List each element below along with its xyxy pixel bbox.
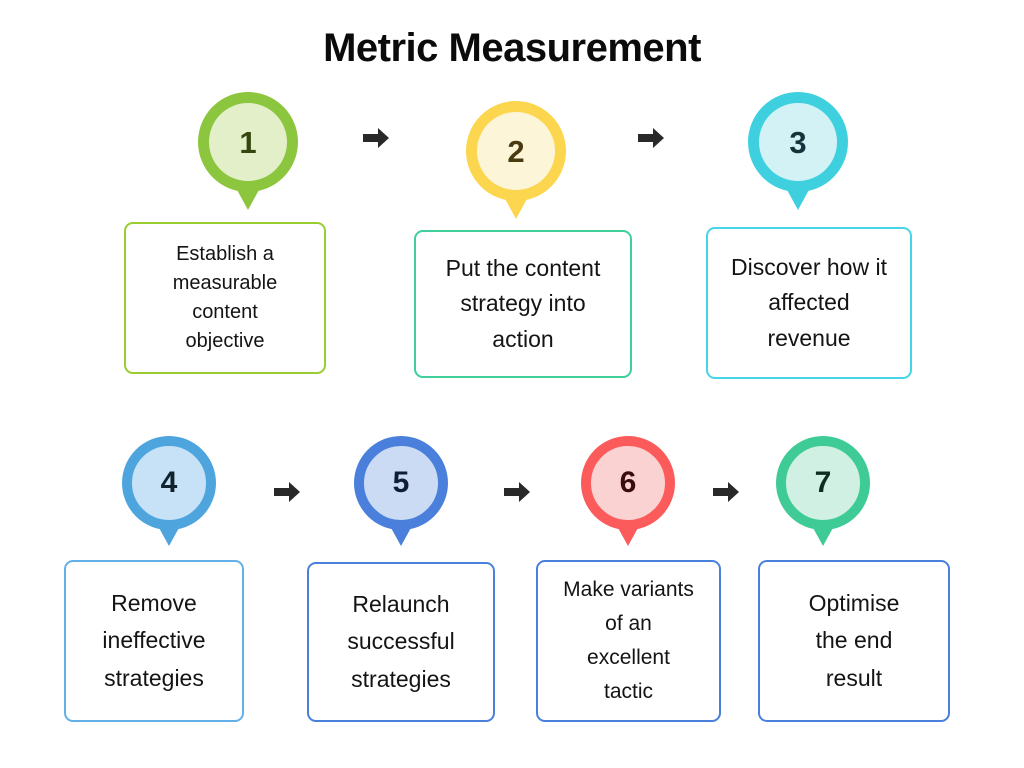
step-4-circle[interactable]: 4 — [122, 436, 216, 530]
step-1-card[interactable]: Establish a measurable content objective — [124, 222, 326, 374]
arrow-right-icon-4 — [504, 482, 530, 502]
arrow-right-icon-3 — [274, 482, 300, 502]
step-1-number: 1 — [239, 124, 257, 160]
step-1-circle[interactable]: 1 — [198, 92, 298, 192]
step-3-number: 3 — [789, 124, 807, 160]
step-2-number: 2 — [507, 133, 525, 169]
page-title: Metric Measurement — [323, 26, 701, 70]
step-4-card[interactable]: Remove ineffective strategies — [64, 560, 244, 722]
step-3-text: Discover how it affected revenue — [731, 253, 887, 351]
step-5-pointer — [390, 526, 412, 546]
arrow-right-icon-2 — [638, 128, 664, 148]
step-5-pin[interactable]: 5 — [354, 436, 448, 546]
step-7-pointer — [812, 526, 834, 546]
step-7-number: 7 — [814, 466, 832, 499]
step-6-number: 6 — [619, 466, 637, 499]
arrow-right-icon-5 — [713, 482, 739, 502]
step-6-pointer — [617, 526, 639, 546]
step-2-pointer — [504, 197, 528, 219]
step-3-pin[interactable]: 3 — [748, 92, 848, 210]
step-4-pin[interactable]: 4 — [122, 436, 216, 546]
step-2-circle[interactable]: 2 — [466, 101, 566, 201]
step-7-circle[interactable]: 7 — [776, 436, 870, 530]
step-6-circle[interactable]: 6 — [581, 436, 675, 530]
step-3-card[interactable]: Discover how it affected revenue — [706, 227, 912, 379]
arrow-right-icon-1 — [363, 128, 389, 148]
step-1-pin[interactable]: 1 — [198, 92, 298, 210]
step-2-card[interactable]: Put the content strategy into action — [414, 230, 632, 378]
step-4-number: 4 — [160, 466, 178, 499]
step-6-card[interactable]: Make variants of an excellent tactic — [536, 560, 721, 722]
step-6-pin[interactable]: 6 — [581, 436, 675, 546]
step-3-pointer — [786, 188, 810, 210]
step-1-text: Establish a measurable content objective — [172, 242, 278, 353]
step-5-card[interactable]: Relaunch successful strategies — [307, 562, 495, 722]
step-2-pin[interactable]: 2 — [466, 92, 566, 219]
step-5-circle[interactable]: 5 — [354, 436, 448, 530]
step-4-pointer — [158, 526, 180, 546]
step-3-circle[interactable]: 3 — [748, 92, 848, 192]
step-6-text: Make variants of an excellent tactic — [563, 577, 694, 704]
step-5-number: 5 — [392, 466, 410, 499]
step-1-pointer — [236, 188, 260, 210]
step-2-text: Put the content strategy into action — [445, 254, 601, 352]
step-7-pin[interactable]: 7 — [776, 436, 870, 546]
step-4-text: Remove ineffective strategies — [102, 590, 206, 691]
step-7-card[interactable]: Optimise the end result — [758, 560, 950, 722]
step-7-text: Optimise the end result — [808, 590, 900, 691]
step-5-text: Relaunch successful strategies — [347, 591, 455, 692]
